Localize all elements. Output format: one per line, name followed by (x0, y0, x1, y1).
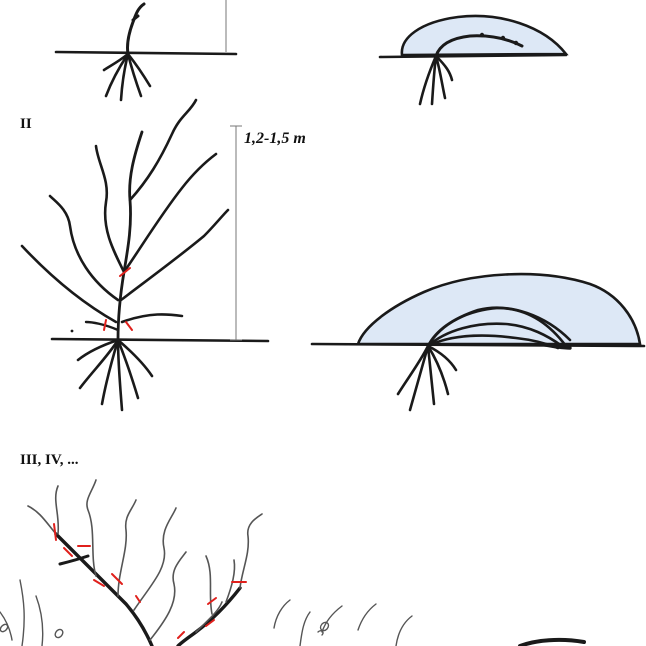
thin-canes (0, 479, 413, 646)
bush-roots (76, 338, 154, 412)
stage-1-planted-seedling (54, 0, 238, 102)
stage-1-winter-cover (378, 14, 569, 106)
height-range-label: 1,2-1,5 m (244, 130, 306, 147)
stage-2-winter-cover (310, 272, 646, 412)
pruning-cut-marks (53, 523, 247, 639)
bush-shoots (20, 98, 230, 342)
bent-seedling-stem (434, 34, 524, 58)
ground-line (378, 53, 568, 59)
stage-2-bush (20, 98, 270, 412)
seedling-roots (418, 54, 454, 106)
ground-line (54, 50, 238, 56)
seedling-stem (126, 2, 146, 56)
ground-line (310, 342, 646, 348)
bush-roots (396, 344, 458, 412)
seedling-bud (131, 14, 140, 22)
stage-3-mature-vine (0, 479, 586, 646)
dark-mound-edge (518, 637, 586, 646)
ink-dot (70, 329, 74, 333)
bent-shoots (426, 306, 572, 350)
ground-line (50, 337, 270, 343)
pruning-cut-marks (103, 267, 133, 331)
tendril-clusters (0, 621, 330, 639)
stage-2-label: II (20, 116, 32, 132)
stage-3-label: III, IV, ... (20, 452, 79, 468)
bent-seedling-buds (479, 32, 519, 46)
seedling-roots (102, 52, 152, 102)
